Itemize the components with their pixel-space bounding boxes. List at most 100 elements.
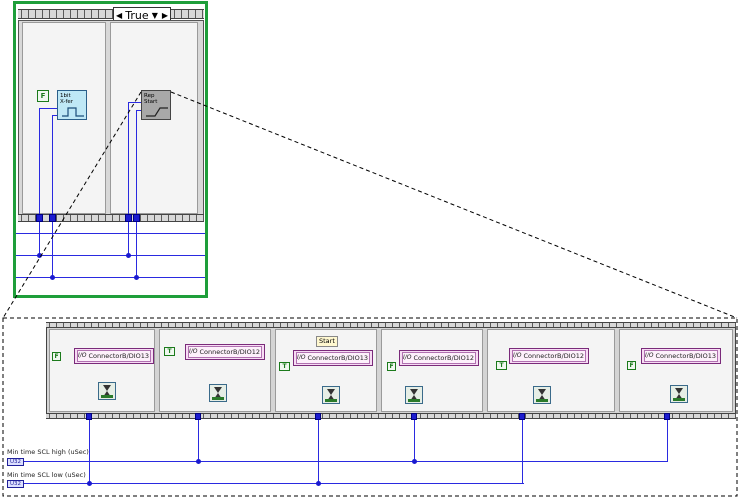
wire [667, 420, 668, 462]
dropdown-arrow-icon[interactable]: ▼ [151, 10, 158, 20]
flat-frame-5-bool[interactable]: T [496, 361, 507, 370]
tunnel [133, 214, 140, 222]
wire [198, 420, 199, 462]
flat-frame-4 [381, 329, 483, 412]
flat-frame-6-bool[interactable]: F [627, 361, 636, 370]
wire-junction [50, 275, 55, 280]
tunnel [125, 214, 132, 222]
right-arrow-icon[interactable]: ▶ [161, 10, 168, 20]
wire [16, 255, 205, 256]
flat-frame-5-resource: ConnectorB/DIO12 [523, 352, 584, 360]
tunnel [36, 214, 43, 222]
wire [52, 115, 53, 216]
flat-frame-4-bool[interactable]: F [387, 362, 396, 371]
flat-frame-3-resource: ConnectorB/DIO13 [307, 354, 368, 362]
dio-resource-icon: I/O [189, 348, 198, 355]
control-high[interactable]: U32 [7, 458, 24, 466]
hourglass-icon [325, 389, 337, 402]
dio-resource-icon: I/O [513, 352, 522, 359]
wire-junction [37, 253, 42, 258]
tunnel [664, 413, 670, 420]
wait-timer-icon[interactable] [533, 386, 551, 404]
wire [128, 102, 129, 216]
flat-frame-1-bool[interactable]: F [52, 352, 61, 361]
wait-timer-icon[interactable] [98, 382, 116, 400]
dio-resource-icon: I/O [297, 354, 306, 361]
flat-frame-3-label: Start [316, 336, 338, 347]
flat-frame-5 [487, 329, 615, 412]
subvi-rep-start-line2: Start [144, 99, 158, 105]
bool-constant[interactable]: F [37, 90, 49, 102]
wire [16, 277, 205, 278]
flat-sequence-film-bottom [46, 413, 736, 419]
hourglass-icon [101, 385, 113, 398]
wire [318, 420, 319, 483]
wire [39, 108, 57, 109]
wire-junction [412, 459, 417, 464]
wire [39, 108, 40, 216]
wait-timer-icon[interactable] [322, 386, 340, 404]
wire [16, 233, 205, 234]
wire-junction [196, 459, 201, 464]
wait-timer-icon[interactable] [209, 384, 227, 402]
dio-resource-icon: I/O [403, 354, 412, 361]
wire-junction [126, 253, 131, 258]
wire [39, 222, 40, 256]
wire [414, 420, 415, 462]
pulse-icon [62, 107, 84, 117]
case-selector[interactable]: ◀ True ▼ ▶ [113, 7, 171, 23]
flat-sequence-film-top [46, 322, 736, 328]
flat-frame-2-resource: ConnectorB/DIO12 [199, 348, 260, 356]
tunnel [315, 413, 321, 420]
wire [136, 110, 137, 216]
tunnel [411, 413, 417, 420]
hourglass-icon [212, 387, 224, 400]
hourglass-icon [536, 389, 548, 402]
flat-frame-3-bool[interactable]: T [279, 362, 290, 371]
wire [128, 222, 129, 256]
control-low-label: Min time SCL low (uSec) [7, 471, 86, 479]
flat-frame-4-resource: ConnectorB/DIO12 [413, 354, 474, 362]
tunnel [519, 413, 525, 420]
wire-junction [87, 481, 92, 486]
wire-junction [134, 275, 139, 280]
sequence-film-top-right [171, 9, 204, 19]
edge-icon [146, 107, 168, 117]
wire [52, 222, 53, 278]
wire-junction [316, 481, 321, 486]
wait-timer-icon[interactable] [405, 386, 423, 404]
case-selector-label: True [125, 8, 149, 22]
subvi-1bit-xfer-line2: X-fer [60, 99, 74, 105]
tunnel [195, 413, 201, 420]
wire [89, 420, 90, 483]
subvi-1bit-xfer[interactable]: 1bit X-fer [57, 90, 87, 120]
tunnel [49, 214, 56, 222]
wire [24, 461, 668, 462]
wait-timer-icon[interactable] [670, 385, 688, 403]
subvi-rep-start-line1: Rep [144, 93, 155, 99]
wire [24, 483, 524, 484]
wire [522, 420, 523, 483]
wire [136, 222, 137, 278]
control-low[interactable]: U32 [7, 480, 24, 488]
left-arrow-icon[interactable]: ◀ [116, 10, 123, 20]
dio-resource-icon: I/O [78, 352, 87, 359]
wire [128, 102, 141, 103]
hourglass-icon [408, 389, 420, 402]
hourglass-icon [673, 388, 685, 401]
dio-resource-icon: I/O [645, 352, 654, 359]
control-high-label: Min time SCL high (uSec) [7, 448, 89, 456]
sequence-film-top [18, 9, 113, 19]
flat-frame-2-bool[interactable]: T [164, 347, 175, 356]
flat-frame-1-resource: ConnectorB/DIO13 [88, 352, 149, 360]
sequence-film-bottom [18, 214, 204, 222]
subvi-rep-start[interactable]: Rep Start [141, 90, 171, 120]
flat-frame-6-resource: ConnectorB/DIO13 [655, 352, 716, 360]
tunnel [86, 413, 92, 420]
